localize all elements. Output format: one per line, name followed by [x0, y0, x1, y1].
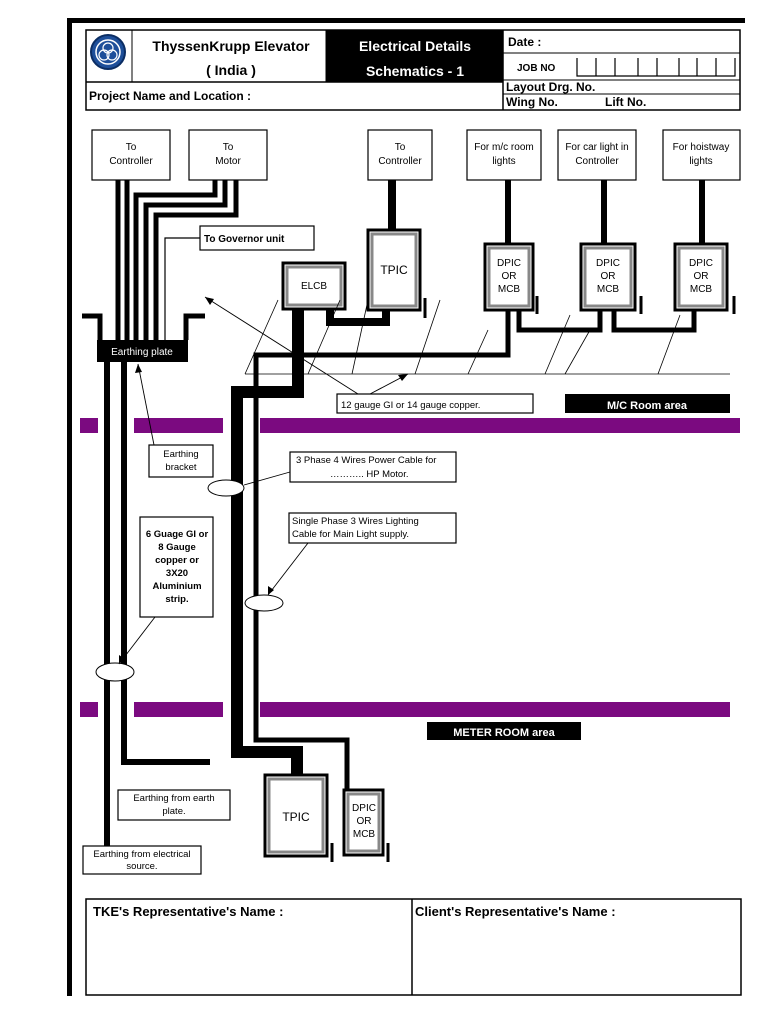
svg-text:OR: OR	[502, 271, 517, 282]
svg-text:For car light in: For car light in	[565, 142, 628, 153]
svg-text:plate.: plate.	[162, 806, 185, 817]
elcb-box: ELCB	[281, 261, 347, 311]
doc-title-line2: Schematics - 1	[366, 63, 464, 79]
tpic-top-box: TPIC	[366, 228, 427, 318]
svg-text:OR: OR	[601, 271, 616, 282]
thyssenkrupp-logo-icon	[90, 34, 126, 70]
box-to-controller-2: To Controller	[367, 129, 433, 181]
mc-room-area-label: M/C Room area	[565, 394, 730, 413]
svg-text:3 Phase 4 Wires Power Cable f: 3 Phase 4 Wires Power Cable for	[296, 455, 436, 466]
svg-text:MCB: MCB	[498, 284, 521, 295]
earthing-from-plate-note: Earthing from earth plate.	[117, 789, 231, 821]
doc-title-line1: Electrical Details	[359, 38, 471, 54]
wing-no-label: Wing No.	[506, 95, 558, 109]
gauge-note: 12 gauge GI or 14 gauge copper.	[204, 296, 534, 414]
svg-text:Earthing: Earthing	[163, 449, 198, 460]
svg-text:Aluminium: Aluminium	[152, 581, 201, 592]
earthing-bracket-note: Earthing bracket	[135, 363, 214, 478]
left-page-border	[67, 18, 72, 996]
dpic-mcb-bottom: DPIC OR MCB	[342, 788, 390, 862]
svg-text:12 gauge GI or 14 gauge copper: 12 gauge GI or 14 gauge copper.	[341, 400, 480, 411]
meter-room-area-label: METER ROOM area	[427, 722, 581, 740]
wiring-overlay	[104, 410, 259, 740]
title-block: ThyssenKrupp Elevator ( India ) Electric…	[85, 29, 741, 111]
date-label: Date :	[508, 35, 541, 49]
tke-representative-label: TKE's Representative's Name :	[93, 904, 283, 919]
svg-text:strip.: strip.	[165, 594, 188, 605]
dpic-mcb-2: DPIC OR MCB	[579, 242, 643, 314]
svg-text:TPIC: TPIC	[380, 263, 408, 277]
svg-text:To: To	[126, 142, 137, 153]
svg-text:Earthing plate: Earthing plate	[111, 347, 173, 358]
box-mc-room-lights: For m/c room lights	[466, 129, 542, 181]
wiring	[82, 180, 705, 848]
dpic-mcb-1: DPIC OR MCB	[483, 242, 539, 314]
lift-no-label: Lift No.	[605, 95, 646, 109]
svg-text:To: To	[223, 142, 234, 153]
company-name: ThyssenKrupp Elevator	[152, 38, 310, 54]
tpic-bottom-box: TPIC	[263, 773, 334, 862]
box-to-motor: To Motor	[188, 129, 268, 181]
svg-text:lights: lights	[492, 156, 515, 167]
governor-unit-label: To Governor unit	[199, 225, 315, 251]
svg-text:DPIC: DPIC	[497, 258, 521, 269]
svg-text:……….. HP Motor.: ……….. HP Motor.	[330, 469, 408, 480]
meter-room-floor-band	[80, 702, 730, 717]
svg-text:Controller: Controller	[575, 156, 619, 167]
strip-note: 6 Guage GI or 8 Gauge copper or 3X20 Alu…	[95, 516, 214, 682]
svg-text:OR: OR	[357, 816, 372, 827]
svg-text:MCB: MCB	[690, 284, 713, 295]
box-hoistway-lights: For hoistway lights	[662, 129, 741, 181]
svg-text:DPIC: DPIC	[596, 258, 620, 269]
mc-room-floor-band	[80, 418, 740, 433]
svg-text:METER ROOM area: METER ROOM area	[453, 727, 555, 739]
svg-text:DPIC: DPIC	[352, 803, 376, 814]
svg-text:DPIC: DPIC	[689, 258, 713, 269]
svg-text:6 Guage GI or: 6 Guage GI or	[146, 529, 209, 540]
svg-text:TPIC: TPIC	[282, 810, 310, 824]
svg-text:MCB: MCB	[353, 829, 376, 840]
earthing-from-source-note: Earthing from electrical source.	[82, 845, 202, 875]
lighting-cable-note: Single Phase 3 Wires Lighting Cable for …	[244, 512, 457, 612]
top-page-border	[67, 18, 745, 23]
svg-text:lights: lights	[689, 156, 712, 167]
dpic-mcb-3: DPIC OR MCB	[673, 242, 736, 314]
svg-text:8 Gauge: 8 Gauge	[158, 542, 196, 553]
job-no-boxes	[576, 58, 736, 77]
svg-text:For m/c room: For m/c room	[474, 142, 533, 153]
svg-text:ELCB: ELCB	[301, 281, 327, 292]
svg-text:M/C Room area: M/C Room area	[607, 400, 688, 412]
svg-text:source.: source.	[126, 861, 157, 872]
svg-text:Controller: Controller	[109, 156, 153, 167]
svg-text:Motor: Motor	[215, 156, 241, 167]
svg-text:To Governor unit: To Governor unit	[204, 234, 285, 245]
earthing-plate: Earthing plate	[97, 340, 188, 362]
svg-text:copper or: copper or	[155, 555, 199, 566]
svg-text:MCB: MCB	[597, 284, 620, 295]
svg-text:To: To	[395, 142, 406, 153]
svg-text:OR: OR	[694, 271, 709, 282]
company-country: ( India )	[206, 62, 256, 78]
layout-drg-label: Layout Drg. No.	[506, 80, 595, 94]
box-to-controller-1: To Controller	[91, 129, 171, 181]
svg-text:Cable for Main Light supply.: Cable for Main Light supply.	[292, 529, 409, 540]
svg-text:3X20: 3X20	[166, 568, 188, 579]
svg-text:For hoistway: For hoistway	[673, 142, 730, 153]
project-label: Project Name and Location :	[89, 89, 251, 103]
signature-block: TKE's Representative's Name : Client's R…	[85, 898, 742, 996]
job-no-label: JOB NO	[517, 63, 556, 74]
svg-text:bracket: bracket	[165, 462, 197, 473]
client-representative-label: Client's Representative's Name :	[415, 904, 616, 919]
svg-text:Earthing from electrical: Earthing from electrical	[93, 849, 190, 860]
svg-text:Controller: Controller	[378, 156, 422, 167]
svg-text:Earthing from earth: Earthing from earth	[133, 793, 214, 804]
svg-text:Single Phase 3 Wires Lighting: Single Phase 3 Wires Lighting	[292, 516, 419, 527]
box-car-light: For car light in Controller	[557, 129, 637, 181]
power-cable-note: 3 Phase 4 Wires Power Cable for ……….. HP…	[207, 451, 457, 497]
